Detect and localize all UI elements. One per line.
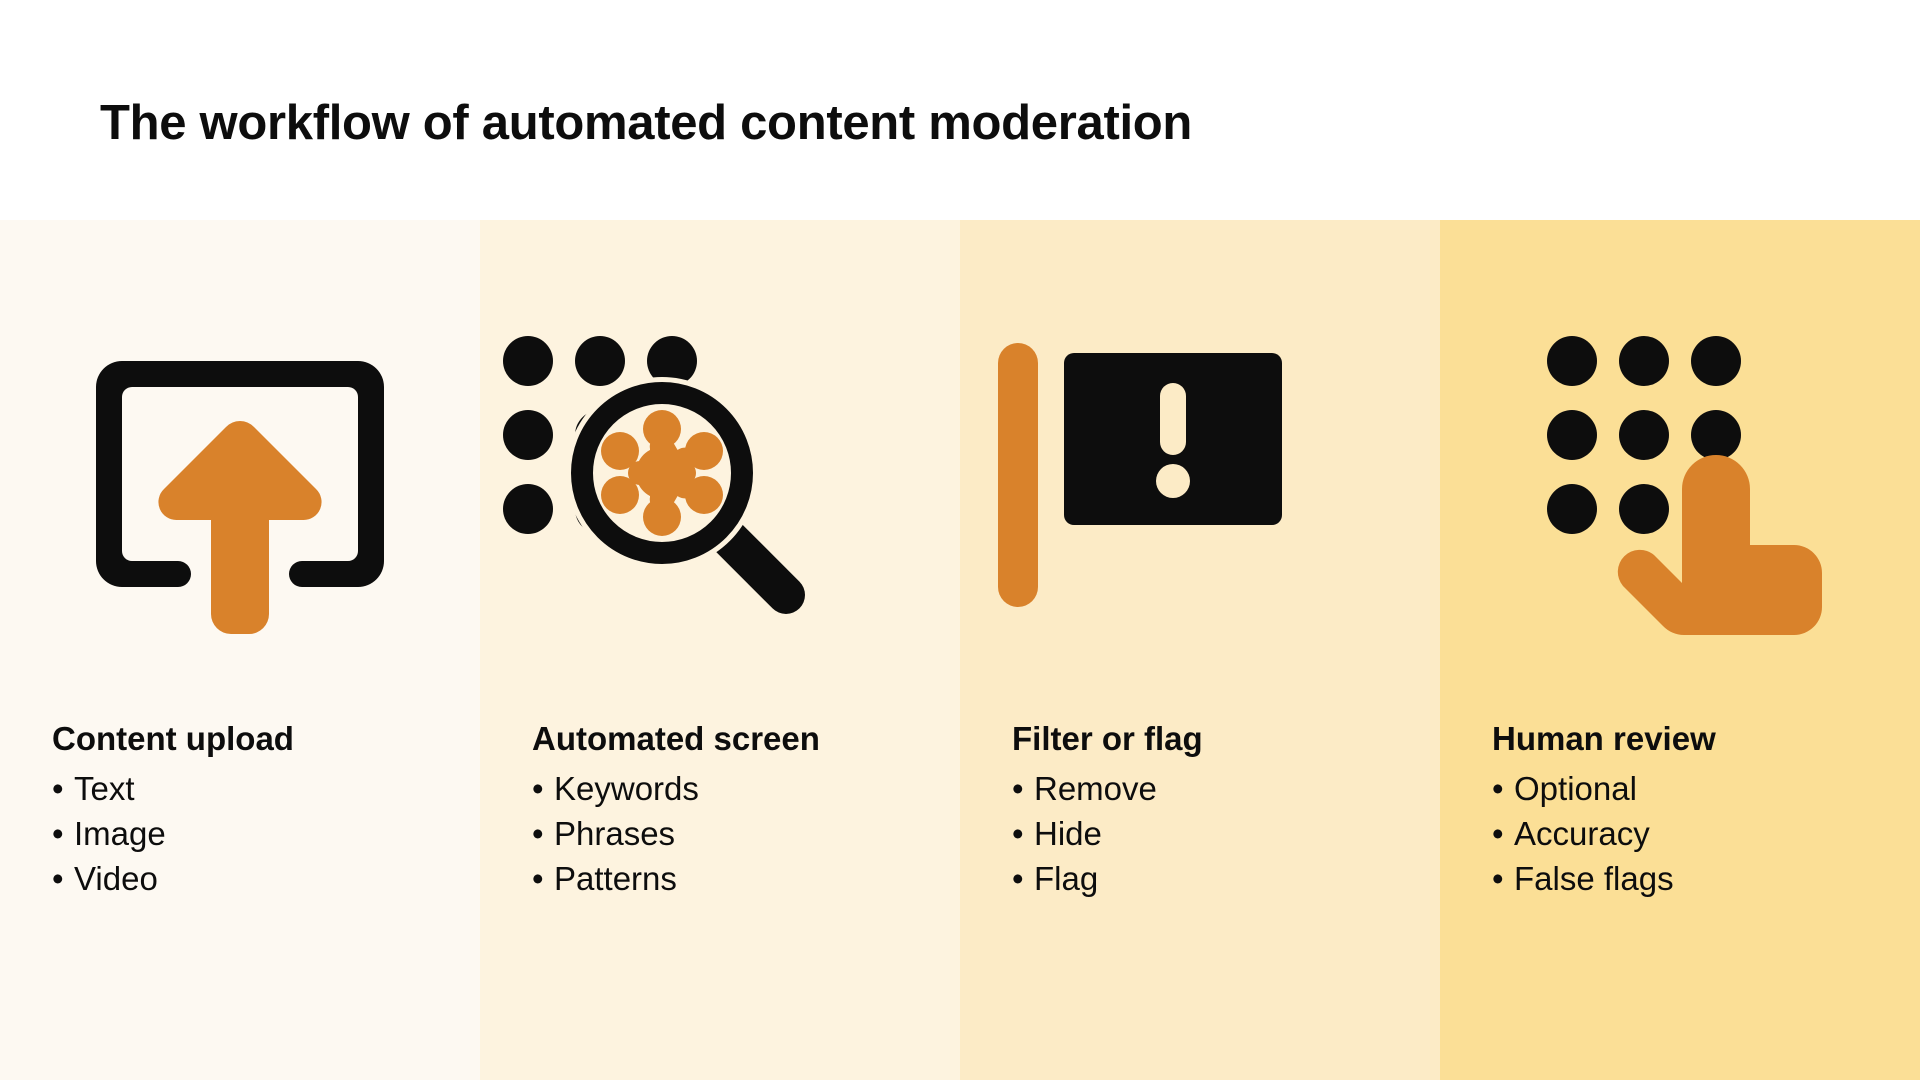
header-band: The workflow of automated content modera… <box>0 0 1920 220</box>
bullet-marker: • <box>1492 814 1504 852</box>
bullet-text: Image <box>74 814 166 852</box>
bullet-text: Optional <box>1514 769 1637 807</box>
magnifier-dot-grid-icon <box>480 325 960 645</box>
column-text-block: Human review • Optional • Accuracy • Fal… <box>1492 720 1912 902</box>
workflow-columns: Content upload • Text • Image • Video <box>0 220 1920 1080</box>
list-item: • Image <box>52 812 472 857</box>
bullet-text: Text <box>74 769 135 807</box>
list-item: • Patterns <box>532 857 952 902</box>
bullet-marker: • <box>52 814 64 852</box>
bullet-marker: • <box>1012 769 1024 807</box>
list-item: • Accuracy <box>1492 812 1912 857</box>
list-item: • False flags <box>1492 857 1912 902</box>
step-bullet-list: • Keywords • Phrases • Patterns <box>532 767 952 902</box>
column-text-block: Filter or flag • Remove • Hide • Flag <box>1012 720 1432 902</box>
bullet-text: Flag <box>1034 859 1099 897</box>
column-text-block: Content upload • Text • Image • Video <box>52 720 472 902</box>
list-item: • Keywords <box>532 767 952 812</box>
bullet-marker: • <box>1492 859 1504 897</box>
step-bullet-list: • Remove • Hide • Flag <box>1012 767 1432 902</box>
bullet-marker: • <box>532 814 544 852</box>
step-heading: Content upload <box>52 720 294 757</box>
bullet-marker: • <box>1492 769 1504 807</box>
bullet-text: Accuracy <box>1514 814 1650 852</box>
list-item: • Remove <box>1012 767 1432 812</box>
list-item: • Video <box>52 857 472 902</box>
bullet-marker: • <box>52 859 64 897</box>
bullet-text: Phrases <box>554 814 676 852</box>
bullet-marker: • <box>1012 859 1024 897</box>
bullet-text: Video <box>74 859 158 897</box>
bullet-marker: • <box>532 859 544 897</box>
bullet-text: Hide <box>1034 814 1102 852</box>
step-heading: Automated screen <box>532 720 820 757</box>
upload-box-arrow-icon <box>0 325 480 645</box>
step-bullet-list: • Text • Image • Video <box>52 767 472 902</box>
bullet-text: Keywords <box>554 769 699 807</box>
hand-pointer-dot-grid-icon <box>1440 325 1920 645</box>
list-item: • Text <box>52 767 472 812</box>
workflow-step-automated-screen: Automated screen • Keywords • Phrases • … <box>480 220 960 1080</box>
list-item: • Optional <box>1492 767 1912 812</box>
page-title: The workflow of automated content modera… <box>100 96 1193 150</box>
bullet-marker: • <box>532 769 544 807</box>
workflow-step-content-upload: Content upload • Text • Image • Video <box>0 220 480 1080</box>
bullet-text: Patterns <box>554 859 677 897</box>
bullet-text: Remove <box>1034 769 1157 807</box>
step-heading: Filter or flag <box>1012 720 1203 757</box>
list-item: • Hide <box>1012 812 1432 857</box>
workflow-step-filter-or-flag: Filter or flag • Remove • Hide • Flag <box>960 220 1440 1080</box>
flag-alert-icon <box>960 325 1440 645</box>
list-item: • Flag <box>1012 857 1432 902</box>
column-text-block: Automated screen • Keywords • Phrases • … <box>532 720 952 902</box>
list-item: • Phrases <box>532 812 952 857</box>
bullet-text: False flags <box>1514 859 1674 897</box>
step-heading: Human review <box>1492 720 1716 757</box>
bullet-marker: • <box>52 769 64 807</box>
workflow-step-human-review: Human review • Optional • Accuracy • Fal… <box>1440 220 1920 1080</box>
bullet-marker: • <box>1012 814 1024 852</box>
step-bullet-list: • Optional • Accuracy • False flags <box>1492 767 1912 902</box>
